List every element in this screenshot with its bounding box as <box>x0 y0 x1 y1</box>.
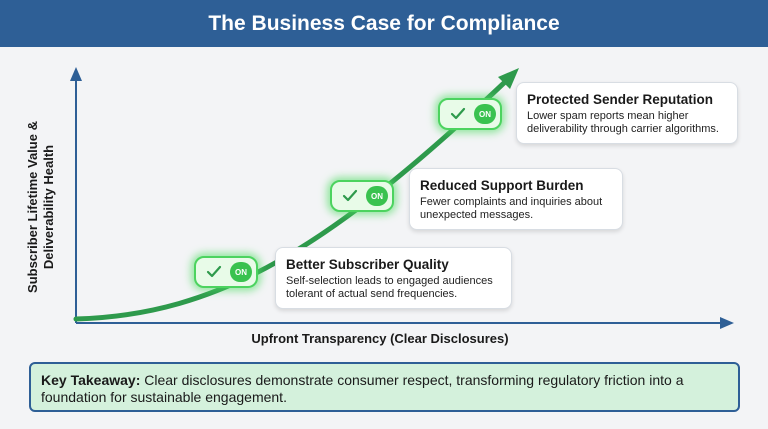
check-icon <box>206 265 222 278</box>
x-axis-label: Upfront Transparency (Clear Disclosures) <box>251 331 509 346</box>
card-title: Protected Sender Reputation <box>527 92 714 107</box>
benefit-card-support-burden: Reduced Support Burden Fewer complaints … <box>409 168 623 230</box>
y-axis-label: Subscriber Lifetime Value & Deliverabili… <box>25 121 57 293</box>
toggle-knob: ON <box>366 186 388 206</box>
key-takeaway-box: Key Takeaway: Clear disclosures demonstr… <box>29 362 740 412</box>
toggle-switch-3[interactable]: ON <box>438 98 502 130</box>
card-body: Self-selection leads to engaged audience… <box>286 275 493 300</box>
y-axis-arrowhead <box>70 67 82 81</box>
card-title: Reduced Support Burden <box>420 178 584 193</box>
card-title: Better Subscriber Quality <box>286 257 449 272</box>
toggle-knob: ON <box>474 104 496 124</box>
card-body: Lower spam reports mean higher deliverab… <box>527 110 719 135</box>
growth-curve-arrowhead <box>498 68 519 89</box>
toggle-switch-2[interactable]: ON <box>330 180 394 212</box>
toggle-knob: ON <box>230 262 252 282</box>
benefit-card-sender-reputation: Protected Sender Reputation Lower spam r… <box>516 82 738 144</box>
check-icon <box>450 107 466 120</box>
benefit-card-subscriber-quality: Better Subscriber Quality Self-selection… <box>275 247 512 309</box>
takeaway-label: Key Takeaway: <box>41 372 141 388</box>
check-icon <box>342 189 358 202</box>
x-axis-arrowhead <box>720 317 734 329</box>
takeaway-text: Clear disclosures demonstrate consumer r… <box>41 372 684 405</box>
card-body: Fewer complaints and inquiries about une… <box>420 196 603 221</box>
header-bar: The Business Case for Compliance <box>0 0 768 47</box>
page-title: The Business Case for Compliance <box>208 11 560 35</box>
toggle-switch-1[interactable]: ON <box>194 256 258 288</box>
